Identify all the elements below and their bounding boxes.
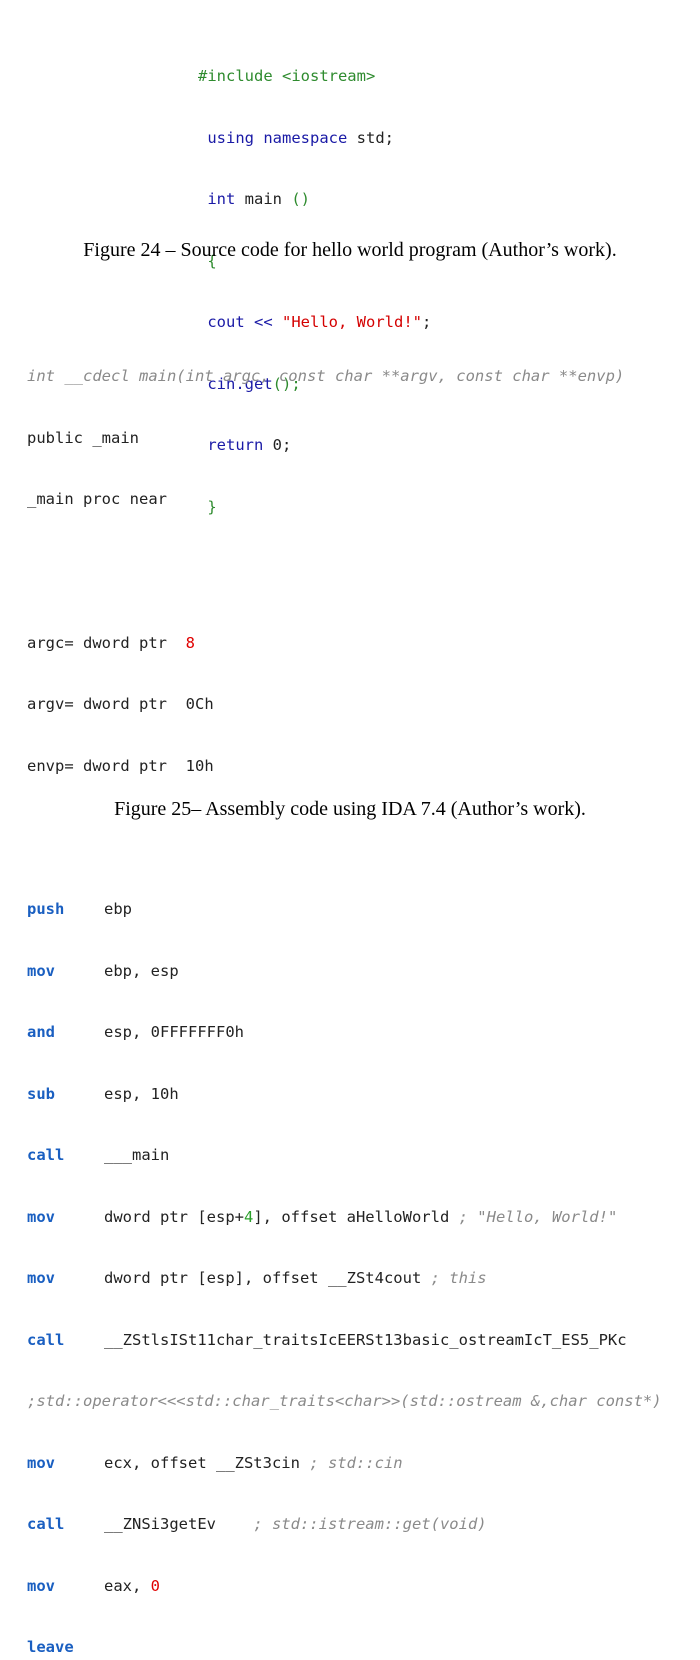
code-line-return: return 0; (198, 435, 431, 456)
asm-public: public _main (27, 428, 139, 447)
operands: esp, 0FFFFFFF0h (104, 1023, 244, 1041)
var-name: argc= (27, 633, 74, 652)
asm-blank-line (27, 551, 662, 572)
asm-comment: ; "Hello, World!" (458, 1207, 618, 1226)
code-token: return (207, 436, 273, 454)
var-name: envp= (27, 756, 74, 775)
figure-25-caption: Figure 25– Assembly code using IDA 7.4 (… (114, 798, 586, 820)
code-token: } (207, 497, 217, 516)
asm-signature: int __cdecl main(int argc, const char **… (27, 367, 625, 385)
operands: esp, 10h (104, 1084, 179, 1103)
operands: __ZNSi3getEv (104, 1515, 254, 1533)
code-token: main (244, 190, 292, 208)
var-value: 10h (185, 756, 214, 775)
code-token: int (207, 190, 245, 208)
operands: __ZStlsISt11char_traitsIcEERSt13basic_os… (104, 1330, 627, 1349)
mnemonic: push (27, 900, 65, 918)
code-line-close-brace: } (198, 497, 431, 518)
asm-instruction: call ___main (27, 1145, 662, 1166)
mnemonic: mov (27, 961, 55, 980)
operands: ___main (104, 1146, 170, 1164)
operands: ], offset aHelloWorld (253, 1207, 459, 1226)
asm-instruction: mov dword ptr [esp], offset __ZSt4cout ; … (27, 1268, 662, 1289)
asm-instruction: push ebp (27, 899, 662, 920)
operands: ecx, offset __ZSt3cin (104, 1453, 310, 1472)
asm-instruction: mov eax, 0 (27, 1576, 662, 1597)
code-token: cin. (207, 374, 245, 393)
var-type: dword ptr (73, 633, 186, 652)
code-token: { (207, 251, 217, 270)
code-token: using namespace (207, 128, 357, 147)
operands: ebp (104, 900, 132, 918)
asm-instruction: mov ebp, esp (27, 961, 662, 982)
asm-var-argv: argv= dword ptr 0Ch (27, 694, 662, 715)
mnemonic: and (27, 1023, 55, 1041)
mnemonic: call (27, 1515, 65, 1533)
code-string: "Hello, World!" (282, 313, 422, 331)
asm-var-argc: argc= dword ptr 8 (27, 633, 662, 654)
mnemonic: call (27, 1330, 65, 1349)
asm-instruction: sub esp, 10h (27, 1084, 662, 1105)
mnemonic: sub (27, 1084, 55, 1103)
source-code-block: #include <iostream> using namespace std;… (198, 25, 431, 538)
var-value: 8 (185, 633, 195, 652)
var-value: 0Ch (185, 695, 214, 713)
mnemonic: mov (27, 1576, 55, 1595)
figure-24-caption: Figure 24 – Source code for hello world … (83, 239, 617, 261)
operands: dword ptr [esp], offset __ZSt4cout (104, 1269, 431, 1287)
operands: eax, (104, 1576, 151, 1595)
code-token: ; (421, 313, 432, 331)
asm-instruction: call __ZStlsISt11char_traitsIcEERSt13basi… (27, 1330, 662, 1351)
code-token: get (244, 374, 273, 393)
code-token: 0 (272, 436, 283, 454)
code-token: ; (282, 436, 292, 454)
asm-comment: ; std::istream::get(void) (253, 1515, 487, 1533)
asm-comment: ; std::cin (309, 1453, 403, 1472)
mnemonic: mov (27, 1269, 55, 1287)
asm-instruction: mov ecx, offset __ZSt3cin ; std::cin (27, 1453, 662, 1474)
asm-comment-line: ;std::operator<<<std::char_traits<char>>… (27, 1392, 662, 1410)
asm-comment: ; this (430, 1269, 487, 1287)
operands: ebp, esp (104, 961, 179, 980)
code-token: () (291, 190, 311, 208)
operand-number: 0 (150, 1576, 161, 1595)
code-line-main: int main () (198, 189, 431, 210)
mnemonic: call (27, 1146, 65, 1164)
code-token: cout << (207, 313, 282, 331)
operands: dword ptr [esp+ (104, 1207, 244, 1226)
asm-instruction: call __ZNSi3getEv ; std::istream::get(voi… (27, 1514, 662, 1535)
mnemonic: mov (27, 1453, 55, 1472)
var-type: dword ptr (73, 695, 186, 713)
code-line-open-brace: { (198, 251, 431, 272)
mnemonic: leave (27, 1638, 74, 1656)
mnemonic: mov (27, 1207, 55, 1226)
asm-var-envp: envp= dword ptr 10h (27, 756, 662, 777)
code-line-cin: cin.get(); (198, 374, 431, 395)
var-type: dword ptr (73, 756, 186, 775)
asm-proc: _main proc near (27, 490, 167, 508)
assembly-listing: int __cdecl main(int argc, const char **… (27, 325, 662, 1660)
code-line-using: using namespace std; (198, 128, 431, 149)
operand-number: 4 (243, 1207, 254, 1226)
var-name: argv= (27, 695, 74, 713)
asm-instruction: and esp, 0FFFFFFF0h (27, 1022, 662, 1043)
code-line-include: #include <iostream> (198, 67, 376, 85)
asm-instruction: mov dword ptr [esp+4], offset aHelloWorld… (27, 1207, 662, 1228)
code-token: (); (272, 374, 301, 393)
asm-instruction: leave (27, 1637, 662, 1658)
document-page: { "figure24": { "code": { "line1": "#inc… (27, 25, 662, 1656)
code-line-cout: cout << "Hello, World!"; (198, 312, 431, 333)
code-token: std; (356, 128, 394, 147)
